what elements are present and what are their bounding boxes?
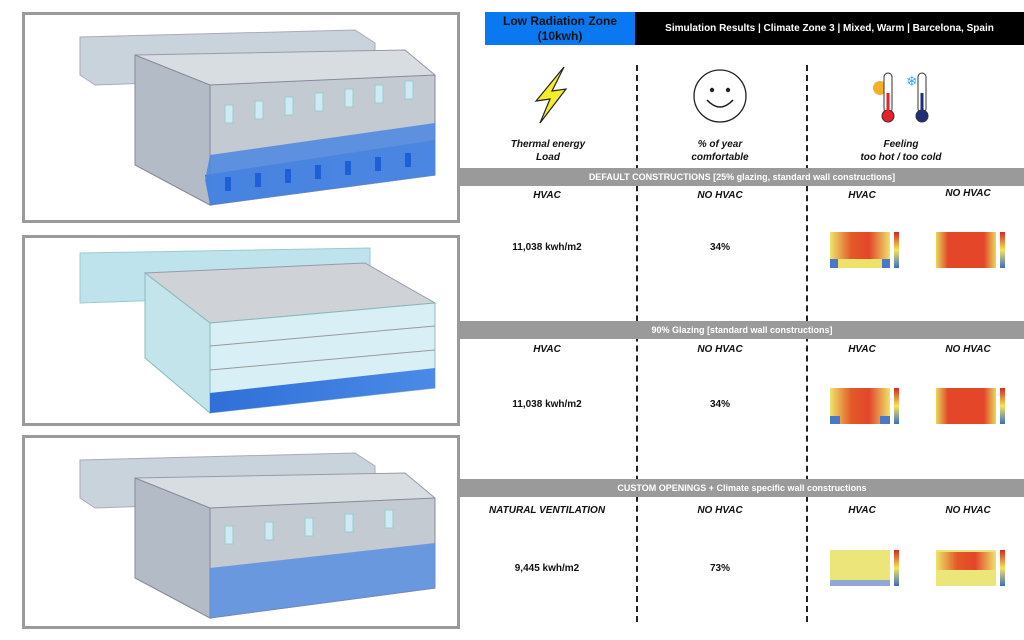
energy-value: 9,445 kwh/m2 (514, 563, 580, 574)
caption-line: too hot / too cold (860, 152, 942, 163)
col-label: HVAC (533, 190, 561, 201)
heatmap-default-no-hvac (936, 232, 1005, 268)
energy-value: 11,038 kwh/m2 (512, 242, 582, 253)
col-label: HVAC (848, 505, 876, 516)
metric-caption-feeling: Feeling too hot / too cold (821, 138, 981, 164)
heatmap-custom-no-hvac (936, 550, 1005, 586)
heatmap-glazing-no-hvac (936, 388, 1005, 424)
column-divider (806, 65, 808, 622)
building-model-custom (79, 452, 436, 619)
col-label: NO HVAC (697, 344, 743, 355)
building-model-90-glazing (79, 247, 437, 415)
simulation-title: Simulation Results | Climate Zone 3 | Mi… (635, 12, 1024, 45)
section-bar-90-glazing: 90% Glazing [standard wall constructions… (460, 321, 1024, 339)
zone-subtitle-text: (10kwh) (537, 29, 583, 43)
svg-text:❄: ❄ (906, 73, 918, 89)
thermometer-icon: ❄ (873, 72, 929, 123)
lightning-icon (534, 66, 568, 124)
section-bar-custom: CUSTOM OPENINGS + Climate specific wall … (460, 479, 1024, 497)
building-render-custom (22, 435, 460, 629)
building-model-default (79, 29, 436, 206)
col-label: NO HVAC (945, 344, 991, 355)
col-label: HVAC (533, 344, 561, 355)
col-label: NO HVAC (697, 190, 743, 201)
col-label: HVAC (848, 190, 876, 201)
heatmap-glazing-hvac (830, 388, 899, 424)
col-label: NO HVAC (945, 505, 991, 516)
heatmap-custom-hvac (830, 550, 899, 586)
energy-value: 11,038 kwh/m2 (512, 399, 582, 410)
zone-title: Low Radiation Zone (10kwh) (485, 12, 635, 45)
section-bar-default: DEFAULT CONSTRUCTIONS [25% glazing, stan… (460, 168, 1024, 186)
heatmap-default-hvac (830, 232, 899, 268)
comfort-value: 34% (709, 242, 730, 253)
comfort-value: 73% (709, 563, 730, 574)
col-label: NO HVAC (697, 505, 743, 516)
building-render-90-glazing (22, 235, 460, 426)
comfort-value: 34% (709, 399, 730, 410)
smiley-icon (693, 69, 747, 123)
caption-line: % of year (697, 139, 743, 150)
caption-line: Feeling (883, 139, 919, 150)
col-label: HVAC (848, 344, 876, 355)
column-divider (636, 65, 638, 622)
col-label: NATURAL VENTILATION (488, 505, 606, 516)
caption-line: Load (536, 152, 560, 163)
metric-caption-comfort: % of year comfortable (640, 138, 800, 164)
zone-title-text: Low Radiation Zone (503, 14, 617, 28)
col-label: NO HVAC (945, 188, 991, 199)
building-render-default (22, 12, 460, 223)
caption-line: comfortable (691, 152, 749, 163)
caption-line: Thermal energy (510, 139, 586, 150)
